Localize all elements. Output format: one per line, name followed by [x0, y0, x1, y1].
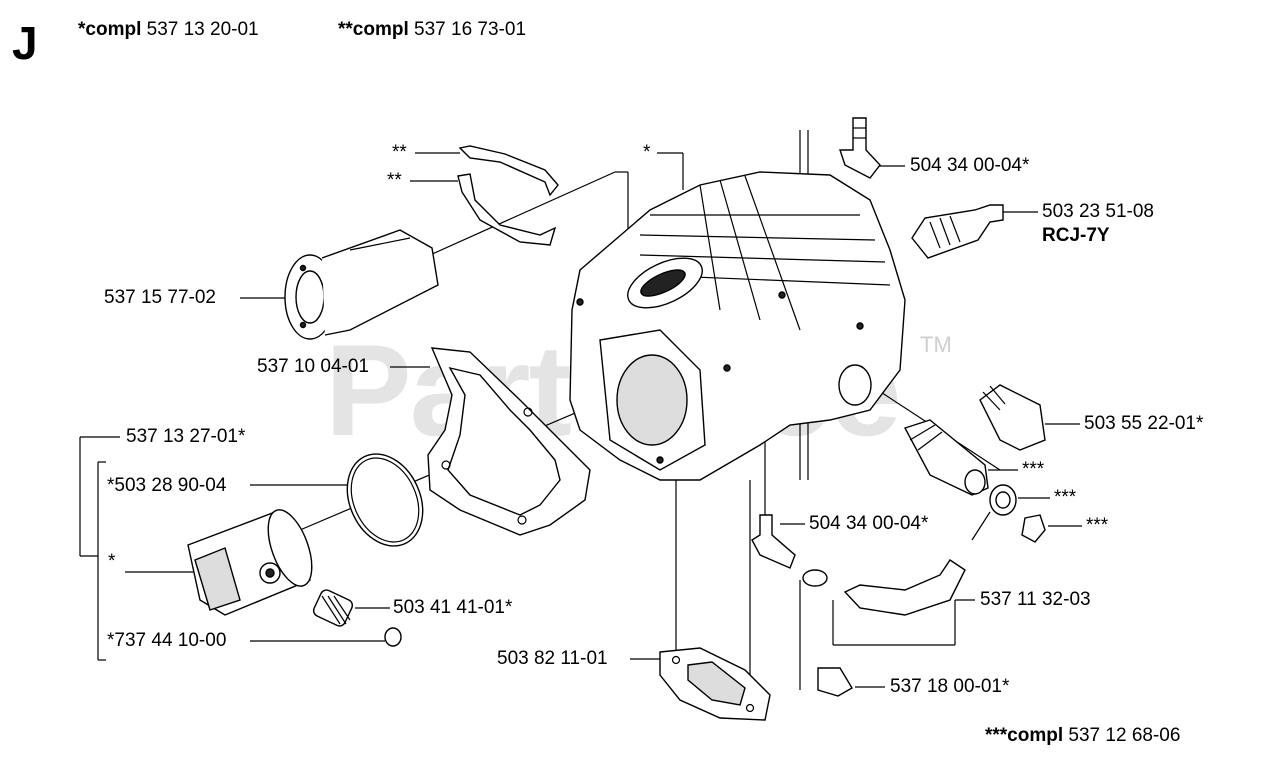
label-spark-plug: 503 23 51-08 [1042, 201, 1154, 222]
compl-note-2: **compl 537 16 73-01 [338, 19, 526, 41]
spark-plug-icon [911, 204, 1004, 259]
label-circlip: *737 44 10-00 [107, 630, 227, 651]
circlip-icon [384, 627, 402, 647]
label-nipple-top: 504 34 00-04* [910, 155, 1030, 176]
label-clip-2: ** [387, 170, 402, 191]
compl-note-1: *compl 537 13 20-01 [78, 19, 259, 41]
compl-number-2: 537 16 73-01 [414, 19, 527, 40]
clip-icon [457, 145, 559, 246]
label-nipple-bottom: 504 34 00-04* [809, 513, 929, 534]
label-filter: 537 18 00-01* [890, 676, 1010, 697]
cylinder-icon [569, 171, 906, 481]
label-piston-ring: *503 28 90-04 [107, 475, 227, 496]
banjo-fitting-icon [971, 484, 1046, 543]
piston-icon [187, 509, 313, 616]
filter-icon [802, 569, 853, 697]
label-intake: 537 15 77-02 [104, 287, 216, 308]
label-impulse-hose: 537 11 32-03 [980, 589, 1091, 610]
intake-manifold-icon [284, 229, 439, 340]
bearing-icon [312, 589, 354, 627]
gasket-icon [427, 347, 591, 536]
label-spark-plug-type: RCJ-7Y [1042, 225, 1110, 246]
impulse-hose-icon [843, 559, 966, 616]
compl-number-3: 537 12 68-06 [1068, 725, 1181, 746]
compl-prefix-1: *compl [78, 19, 142, 40]
compl-prefix-3: ***compl [985, 725, 1064, 746]
section-letter: J [12, 17, 38, 69]
label-decomp-valve: 503 55 22-01* [1084, 413, 1204, 434]
piston-ring-icon [346, 453, 424, 547]
label-piston-star: * [108, 551, 116, 572]
compl-prefix-2: **compl [338, 19, 409, 40]
label-bearing: 503 41 41-01* [393, 597, 513, 618]
nipple-top-icon [839, 117, 881, 179]
label-triple-1: *** [1022, 459, 1045, 480]
valve-body-icon [903, 419, 989, 496]
base-gasket-icon [659, 647, 771, 721]
label-base-gasket: 503 82 11-01 [497, 648, 608, 669]
label-gasket-intake: 537 10 04-01 [257, 356, 369, 377]
label-piston-kit: 537 13 27-01* [126, 426, 246, 447]
decomp-valve-icon [979, 384, 1046, 451]
compl-number-1: 537 13 20-01 [146, 19, 259, 40]
watermark-trademark: TM [920, 332, 952, 357]
label-clip-1: ** [392, 142, 407, 163]
compl-note-3: ***compl 537 12 68-06 [985, 725, 1180, 747]
label-triple-3: *** [1086, 515, 1109, 536]
label-triple-2: *** [1054, 487, 1077, 508]
label-cylinder-star: * [643, 142, 651, 163]
nipple-bottom-icon [751, 514, 796, 569]
